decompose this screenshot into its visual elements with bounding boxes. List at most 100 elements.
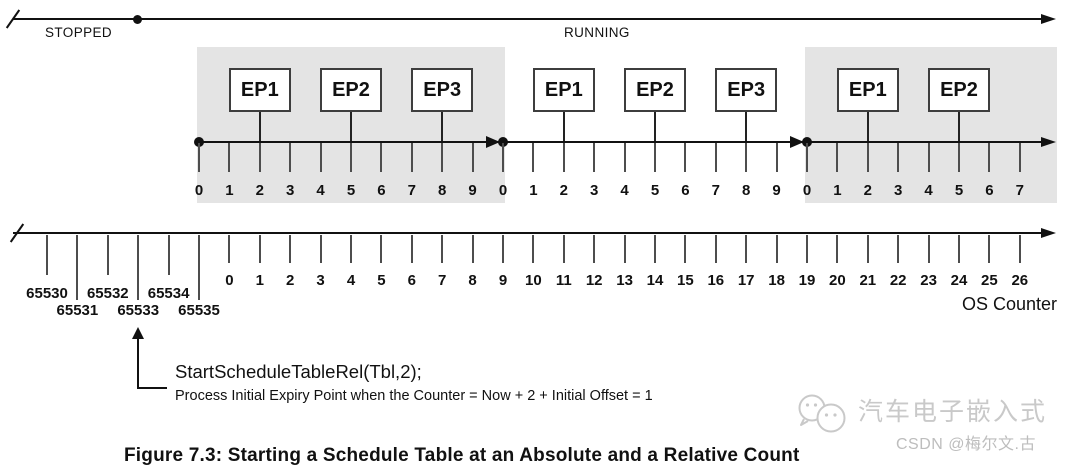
tick-label: 4: [620, 182, 629, 199]
iteration-start-dot: [498, 137, 508, 147]
tick-label: 16: [707, 272, 725, 289]
ep-connector-line: [958, 112, 960, 141]
tick-mark: [137, 235, 140, 300]
tick-label: 12: [585, 272, 603, 289]
tick-label: 8: [742, 182, 751, 199]
ep-connector-line: [350, 112, 352, 141]
tick-label: 9: [468, 182, 477, 199]
tick-mark: [775, 235, 778, 263]
tick-mark: [988, 143, 991, 172]
ep-connector-line: [258, 112, 261, 141]
tick-mark: [927, 143, 930, 172]
wechat-icon: [794, 393, 852, 442]
status-axis-line: [13, 18, 1042, 20]
tick-mark: [775, 143, 778, 172]
tick-label: 15: [677, 272, 694, 289]
tick-mark: [897, 235, 900, 263]
tick-label: 1: [529, 182, 538, 199]
tick-mark: [927, 235, 930, 263]
tick-label: 7: [438, 272, 447, 289]
tick-label: 0: [225, 272, 234, 289]
tick-label: 2: [863, 182, 872, 199]
ep-connector-line: [654, 112, 656, 141]
expiry-point-label: EP1: [848, 78, 887, 101]
tick-mark: [562, 235, 565, 263]
arrowhead-icon: [1041, 227, 1056, 238]
start-call-code: StartScheduleTableRel(Tbl,2);: [175, 361, 422, 382]
tick-label: 4: [924, 182, 933, 199]
tick-label: 6: [985, 182, 994, 199]
tick-mark: [106, 235, 109, 275]
tick-label: 6: [377, 182, 386, 199]
os-counter-axis-label: OS Counter: [961, 294, 1057, 314]
tick-label: 2: [559, 182, 568, 199]
tick-mark: [471, 235, 474, 263]
tick-mark: [198, 235, 200, 300]
ep-connector-line: [866, 112, 869, 141]
tick-label: 8: [468, 272, 477, 289]
tick-mark: [319, 143, 322, 172]
ep-connector-line: [441, 112, 444, 141]
ep-connector-line: [745, 112, 748, 141]
tick-label: 2: [255, 182, 264, 199]
tick-mark: [593, 143, 596, 172]
tick-mark: [167, 235, 170, 275]
start-call-pointer-elbow: [137, 387, 168, 389]
tick-mark: [289, 235, 292, 263]
tick-label: 23: [920, 272, 937, 289]
tick-mark: [806, 143, 808, 172]
expiry-point-box: EP3: [715, 68, 778, 112]
tick-mark: [258, 143, 261, 172]
tick-mark: [76, 235, 79, 300]
tick-mark: [988, 235, 991, 263]
tick-mark: [958, 235, 960, 263]
stopped-label: STOPPED: [45, 25, 113, 40]
tick-mark: [410, 143, 413, 172]
expiry-point-box: EP3: [411, 68, 474, 112]
tick-mark: [350, 143, 352, 172]
tick-mark: [806, 235, 808, 263]
tick-label: 7: [711, 182, 720, 199]
expiry-point-label: EP2: [940, 78, 978, 101]
tick-mark: [258, 235, 261, 263]
tick-mark: [623, 235, 626, 263]
iteration-end-arrow-icon: [790, 136, 804, 148]
tick-mark: [745, 143, 748, 172]
expiry-point-box: EP2: [624, 68, 686, 112]
tick-label: 3: [316, 272, 325, 289]
expiry-point-box: EP2: [320, 68, 382, 112]
tick-mark: [745, 235, 748, 263]
tick-mark: [714, 143, 717, 172]
tick-mark: [198, 143, 200, 172]
expiry-point-box: EP1: [228, 68, 291, 112]
tick-label: 65533: [117, 302, 160, 319]
tick-mark: [532, 235, 535, 263]
start-call-pointer-arrow: [131, 327, 144, 339]
tick-mark: [228, 143, 231, 172]
expiry-point-label: EP3: [423, 78, 462, 101]
tick-label: 65530: [26, 285, 68, 302]
tick-label: 4: [316, 182, 325, 199]
tick-label: 19: [798, 272, 816, 289]
tick-label: 7: [407, 182, 416, 199]
tick-mark: [441, 235, 444, 263]
tick-mark: [684, 143, 687, 172]
tick-mark: [319, 235, 322, 263]
tick-mark: [471, 143, 474, 172]
tick-mark: [562, 143, 565, 172]
start-call-pointer-line: [137, 337, 140, 389]
expiry-point-box: EP1: [532, 68, 595, 112]
tick-label: 0: [194, 182, 204, 199]
expiry-point-label: EP1: [240, 78, 279, 101]
tick-label: 5: [346, 182, 356, 199]
tick-mark: [593, 235, 596, 263]
tick-mark: [502, 235, 504, 263]
tick-label: 5: [650, 182, 660, 199]
ep-connector-line: [562, 112, 565, 141]
tick-mark: [1018, 235, 1021, 263]
tick-label: 21: [859, 272, 877, 289]
tick-mark: [532, 143, 535, 172]
running-label: RUNNING: [564, 25, 630, 40]
tick-mark: [897, 143, 900, 172]
